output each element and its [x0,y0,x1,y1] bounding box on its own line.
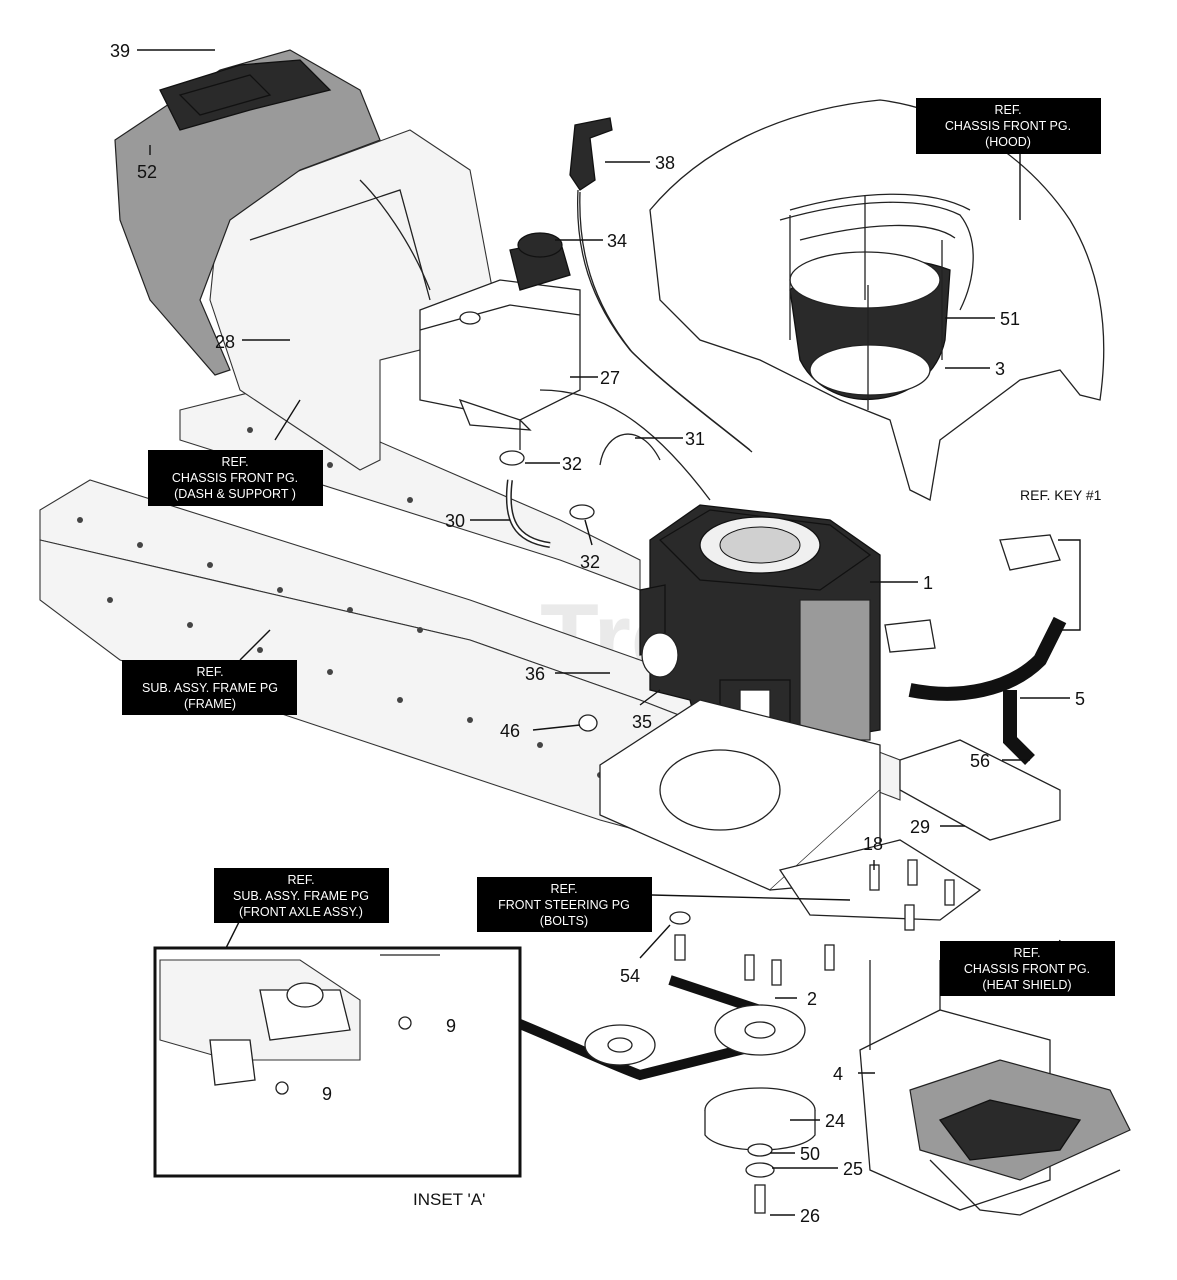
ref-dash-line-3: (DASH & SUPPORT ) [174,487,296,501]
callout-30: 30 [445,511,465,531]
ref-box-heatshield: REF. CHASSIS FRONT PG. (HEAT SHIELD) [940,941,1115,996]
callout-32-lower: 32 [580,552,600,572]
ref-dash-line-2: CHASSIS FRONT PG. [172,471,298,485]
ref-key-label: REF. KEY #1 [1020,487,1102,503]
dash-support [209,129,501,471]
ref-frame-line-2: SUB. ASSY. FRAME PG [142,681,278,695]
ref-heatshield-line-3: (HEAT SHIELD) [982,978,1071,992]
ref-hood-line-2: CHASSIS FRONT PG. [945,119,1071,133]
ref-box-frame: REF. SUB. ASSY. FRAME PG (FRAME) [122,660,297,715]
callout-29: 29 [910,817,930,837]
dash-panel [114,49,431,376]
ref-box-steering: REF. FRONT STEERING PG (BOLTS) [477,877,652,932]
callout-56: 56 [970,751,990,771]
ref-steering-line-1: REF. [550,882,577,896]
hood-insert [789,195,951,410]
callout-5: 5 [1075,689,1085,709]
callout-34: 34 [607,231,627,251]
callout-27: 27 [600,368,620,388]
ref-dash-line-1: REF. [221,455,248,469]
ref-hood-line-1: REF. [994,103,1021,117]
muffler [859,960,1131,1216]
ref-box-dash: REF. CHASSIS FRONT PG. (DASH & SUPPORT ) [148,450,323,506]
ref-heatshield-line-1: REF. [1013,946,1040,960]
ref-heatshield-line-2: CHASSIS FRONT PG. [964,962,1090,976]
ref-box-hood: REF. CHASSIS FRONT PG. (HOOD) [916,98,1101,154]
callout-51: 51 [1000,309,1020,329]
callout-54: 54 [620,966,640,986]
ref-steering-line-2: FRONT STEERING PG [498,898,630,912]
callout-25: 25 [843,1159,863,1179]
inset-a [153,946,522,1178]
callout-32-upper: 32 [562,454,582,474]
callout-9-upper: 9 [446,1016,456,1036]
callout-50: 50 [800,1144,820,1164]
ref-steering-line-3: (BOLTS) [540,914,588,928]
engine [639,504,881,761]
callout-4: 4 [833,1064,843,1084]
callout-35: 35 [632,712,652,732]
callout-3: 3 [995,359,1005,379]
ref-axle-line-1: REF. [287,873,314,887]
fuel-tank [419,232,581,431]
fuel-lines [499,389,711,548]
callout-24: 24 [825,1111,845,1131]
callout-1: 1 [923,573,933,593]
ref-axle-line-3: (FRONT AXLE ASSY.) [239,905,363,919]
ref-frame-line-3: (FRAME) [184,697,236,711]
belt-pulleys [508,975,816,1214]
callout-39: 39 [110,41,130,61]
callout-52: 52 [137,162,157,182]
exhaust-pipe [884,534,1067,765]
callout-36: 36 [525,664,545,684]
callout-2: 2 [807,989,817,1009]
ref-box-axle: REF. SUB. ASSY. FRAME PG (FRONT AXLE ASS… [214,868,389,923]
inset-a-label: INSET 'A' [413,1190,485,1209]
ref-frame-line-1: REF. [196,665,223,679]
callouts: 39 52 38 34 28 27 51 3 31 32 30 32 1 36 … [110,41,1085,1226]
callout-18: 18 [863,834,883,854]
callout-9-lower: 9 [322,1084,332,1104]
callout-28: 28 [215,332,235,352]
throttle-cable [569,117,753,453]
ref-axle-line-2: SUB. ASSY. FRAME PG [233,889,369,903]
ref-hood-line-3: (HOOD) [985,135,1031,149]
callout-26: 26 [800,1206,820,1226]
callout-31: 31 [685,429,705,449]
callout-46: 46 [500,721,520,741]
callout-38: 38 [655,153,675,173]
